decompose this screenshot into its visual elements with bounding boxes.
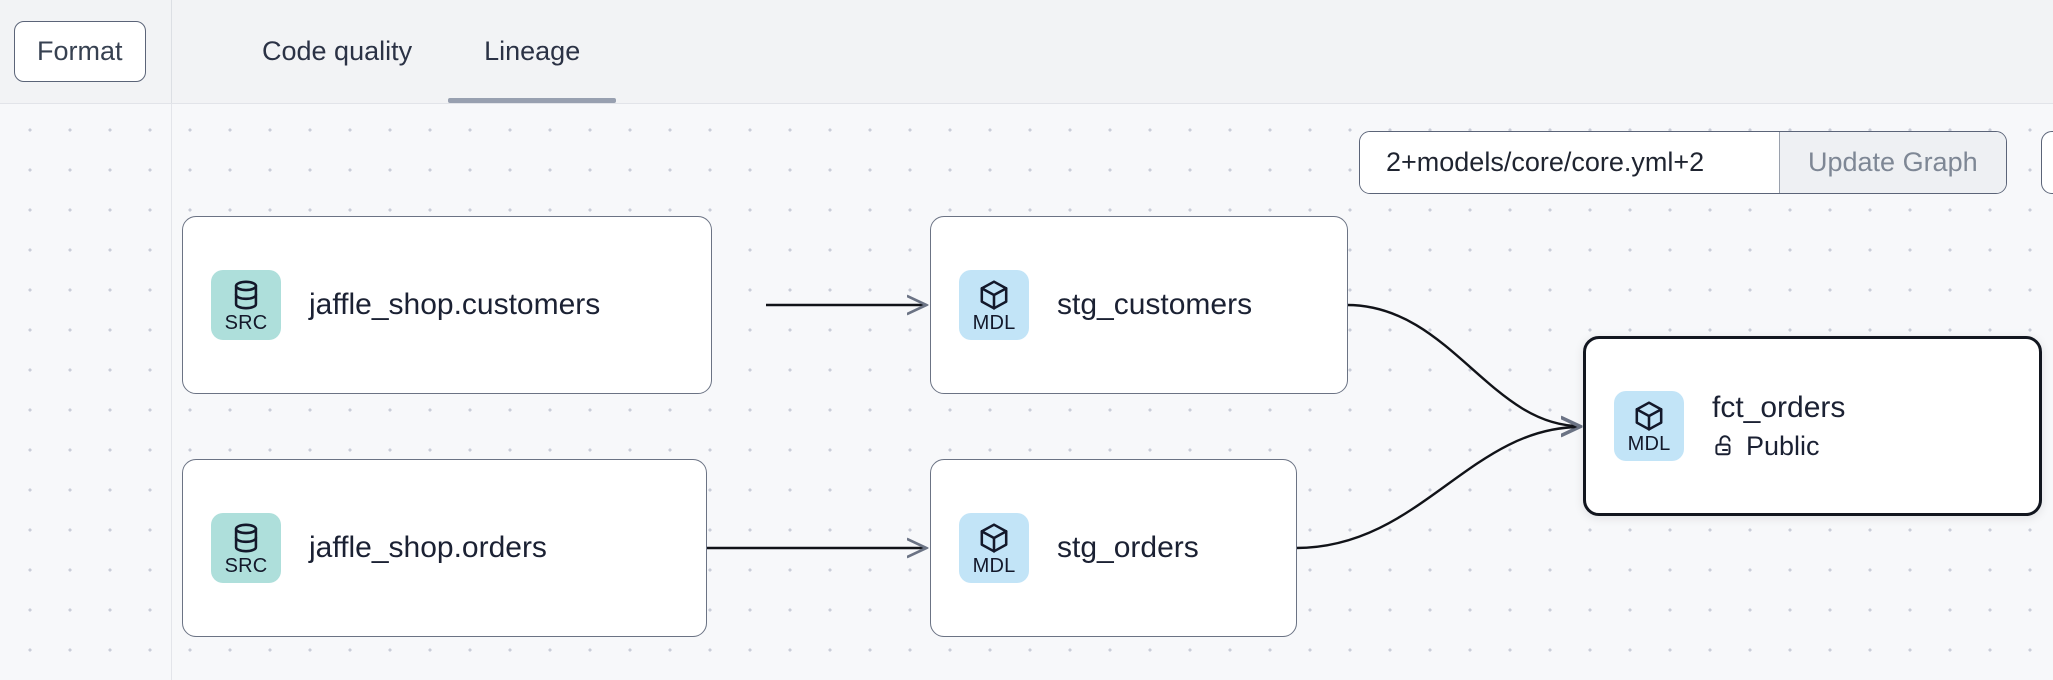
node-access-badge: Public	[1712, 430, 1845, 462]
tab-code-quality-label: Code quality	[262, 36, 413, 66]
node-title: stg_customers	[1057, 288, 1253, 321]
node-body: stg_orders	[1057, 530, 1199, 566]
lineage-node-stg-orders[interactable]: MDL stg_orders	[930, 459, 1297, 637]
unlock-icon	[1712, 433, 1737, 458]
cube-icon	[980, 279, 1008, 310]
graph-selector-input[interactable]	[1360, 132, 1779, 193]
node-badge-label: MDL	[972, 554, 1016, 577]
graph-selector-bar: Update Graph	[1359, 131, 2007, 194]
lineage-node-stg-customers[interactable]: MDL stg_customers	[930, 216, 1348, 394]
lineage-node-fct-orders[interactable]: MDL fct_orders Public	[1583, 336, 2042, 516]
edge-stg-orders-to-fct-orders	[1295, 427, 1580, 550]
node-badge-mdl: MDL	[1614, 391, 1684, 461]
node-badge-mdl: MDL	[959, 513, 1029, 583]
node-badge-label: SRC	[224, 311, 268, 334]
node-title: jaffle_shop.customers	[309, 288, 601, 321]
tab-code-quality[interactable]: Code quality	[226, 0, 448, 103]
node-badge-label: MDL	[1627, 432, 1671, 455]
editor-toolbar: Format Code quality Lineage	[0, 0, 2053, 104]
node-body: stg_customers	[1057, 287, 1252, 323]
node-body: fct_orders Public	[1712, 390, 1845, 462]
lineage-node-jaffle-shop-orders[interactable]: SRC jaffle_shop.orders	[182, 459, 707, 637]
node-access-label: Public	[1746, 430, 1820, 461]
node-badge-src: SRC	[211, 270, 281, 340]
format-button-zone: Format	[0, 0, 172, 103]
canvas-left-divider	[0, 104, 172, 680]
node-badge-label: MDL	[972, 311, 1016, 334]
node-badge-mdl: MDL	[959, 270, 1029, 340]
cube-icon	[1635, 400, 1663, 431]
node-badge-src: SRC	[211, 513, 281, 583]
edge-stg-customers-to-fct-orders	[1346, 303, 1580, 426]
update-graph-button[interactable]: Update Graph	[1779, 132, 2006, 193]
tab-lineage[interactable]: Lineage	[448, 0, 617, 103]
database-icon	[234, 280, 258, 309]
node-title: fct_orders	[1712, 390, 1846, 424]
database-icon	[234, 523, 258, 552]
lineage-node-jaffle-shop-customers[interactable]: SRC jaffle_shop.customers	[182, 216, 712, 394]
node-badge-label: SRC	[224, 554, 268, 577]
format-button[interactable]: Format	[14, 21, 146, 82]
cube-icon	[980, 522, 1008, 553]
node-title: jaffle_shop.orders	[309, 531, 547, 564]
node-body: jaffle_shop.customers	[309, 287, 600, 323]
node-body: jaffle_shop.orders	[309, 530, 547, 566]
node-title: stg_orders	[1057, 531, 1199, 564]
tab-lineage-label: Lineage	[484, 36, 581, 66]
graph-controls-overflow[interactable]	[2041, 131, 2053, 194]
lineage-canvas[interactable]: Update Graph SRC jaffle_shop.customers	[0, 104, 2053, 680]
tab-bar: Code quality Lineage	[172, 0, 617, 103]
